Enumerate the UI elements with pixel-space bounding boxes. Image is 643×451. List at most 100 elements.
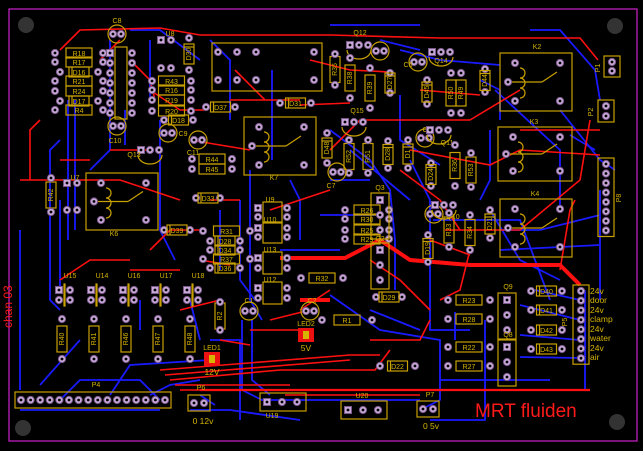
pad <box>576 296 586 305</box>
transistor-outline <box>346 49 372 60</box>
pad <box>485 342 495 352</box>
pad <box>89 354 99 364</box>
part-label: D40 <box>540 289 553 296</box>
pad <box>230 102 240 112</box>
pad <box>282 283 292 293</box>
pad <box>510 242 520 252</box>
pad <box>503 223 513 233</box>
pad <box>147 95 157 105</box>
pad <box>50 76 60 86</box>
pad <box>375 225 385 235</box>
part-label: C8 <box>113 18 122 25</box>
pad <box>365 63 375 73</box>
pad <box>340 225 350 235</box>
connector <box>14 391 172 409</box>
diode-body <box>421 81 433 103</box>
pad <box>508 166 518 176</box>
pad <box>576 354 586 363</box>
part-label: D42 <box>540 328 553 335</box>
pad <box>502 372 512 382</box>
part-label: Q2 <box>375 236 384 243</box>
pad <box>409 57 419 67</box>
pad <box>253 232 263 242</box>
diode-body <box>166 224 188 236</box>
resistor <box>455 341 483 353</box>
pad <box>147 76 157 86</box>
pad <box>330 80 340 90</box>
pad <box>127 98 137 108</box>
pad <box>132 395 141 405</box>
diode-body <box>402 143 414 165</box>
pad <box>367 315 377 325</box>
pad <box>299 122 309 132</box>
pad <box>480 87 490 97</box>
part-label: R31 <box>220 229 233 236</box>
part-label: K3 <box>530 119 539 126</box>
pad <box>607 57 617 67</box>
part-label: P4 <box>92 382 101 389</box>
pad <box>423 257 433 267</box>
pad <box>428 48 436 56</box>
pad <box>436 47 446 57</box>
diode-body <box>422 237 434 260</box>
part-label: U12 <box>264 277 277 284</box>
part-label: D30 <box>186 47 193 60</box>
pad <box>423 230 433 240</box>
pad <box>485 295 495 305</box>
part-label: R43 <box>165 79 178 86</box>
pad <box>526 344 536 354</box>
resistor <box>455 313 483 325</box>
pad <box>245 254 255 264</box>
diode-body <box>68 66 90 78</box>
part-label: P7 <box>426 392 435 399</box>
pad <box>309 75 319 85</box>
pad <box>127 48 137 58</box>
pad <box>338 273 348 283</box>
part-label: D45 <box>424 85 431 98</box>
pad <box>502 357 512 367</box>
pad <box>254 204 262 212</box>
part-label: D33 <box>202 196 215 203</box>
pad <box>426 126 434 134</box>
pad <box>346 41 354 49</box>
ic-outline <box>262 251 283 275</box>
pad <box>555 242 565 252</box>
pad <box>193 285 203 295</box>
part-label: R37 <box>220 257 233 264</box>
resistor <box>364 74 376 102</box>
regulator <box>370 242 390 290</box>
part-label: R1 <box>343 318 352 325</box>
part-label: R20 <box>165 109 178 116</box>
pad <box>456 108 466 118</box>
resistor <box>464 218 476 247</box>
resistor <box>455 79 467 107</box>
resistor <box>212 253 241 265</box>
pad <box>557 325 567 335</box>
pad <box>127 88 137 98</box>
pad <box>322 158 332 168</box>
pad <box>373 405 383 415</box>
part-label: R4 <box>75 108 84 115</box>
pad <box>448 200 458 210</box>
pad <box>375 275 385 285</box>
board-title: MRT fluiden <box>475 401 577 422</box>
part-label: K6 <box>110 231 119 238</box>
pad <box>166 63 176 73</box>
part-label: Q11 <box>441 140 454 147</box>
p5-pin-label: door <box>590 295 607 305</box>
pad <box>159 115 169 125</box>
pad <box>98 57 108 67</box>
diode-body <box>209 101 232 113</box>
diode-body <box>284 97 307 109</box>
pad <box>354 40 364 50</box>
pad <box>371 292 381 302</box>
mount-hole-tl <box>18 17 34 33</box>
part-label: R50 <box>448 86 455 99</box>
pad <box>426 158 436 168</box>
pad <box>50 105 60 115</box>
part-label: R46 <box>123 332 130 345</box>
p5-pin-label: 24v <box>590 286 604 296</box>
pad <box>344 406 352 414</box>
pad <box>16 395 26 405</box>
pad <box>555 166 565 176</box>
